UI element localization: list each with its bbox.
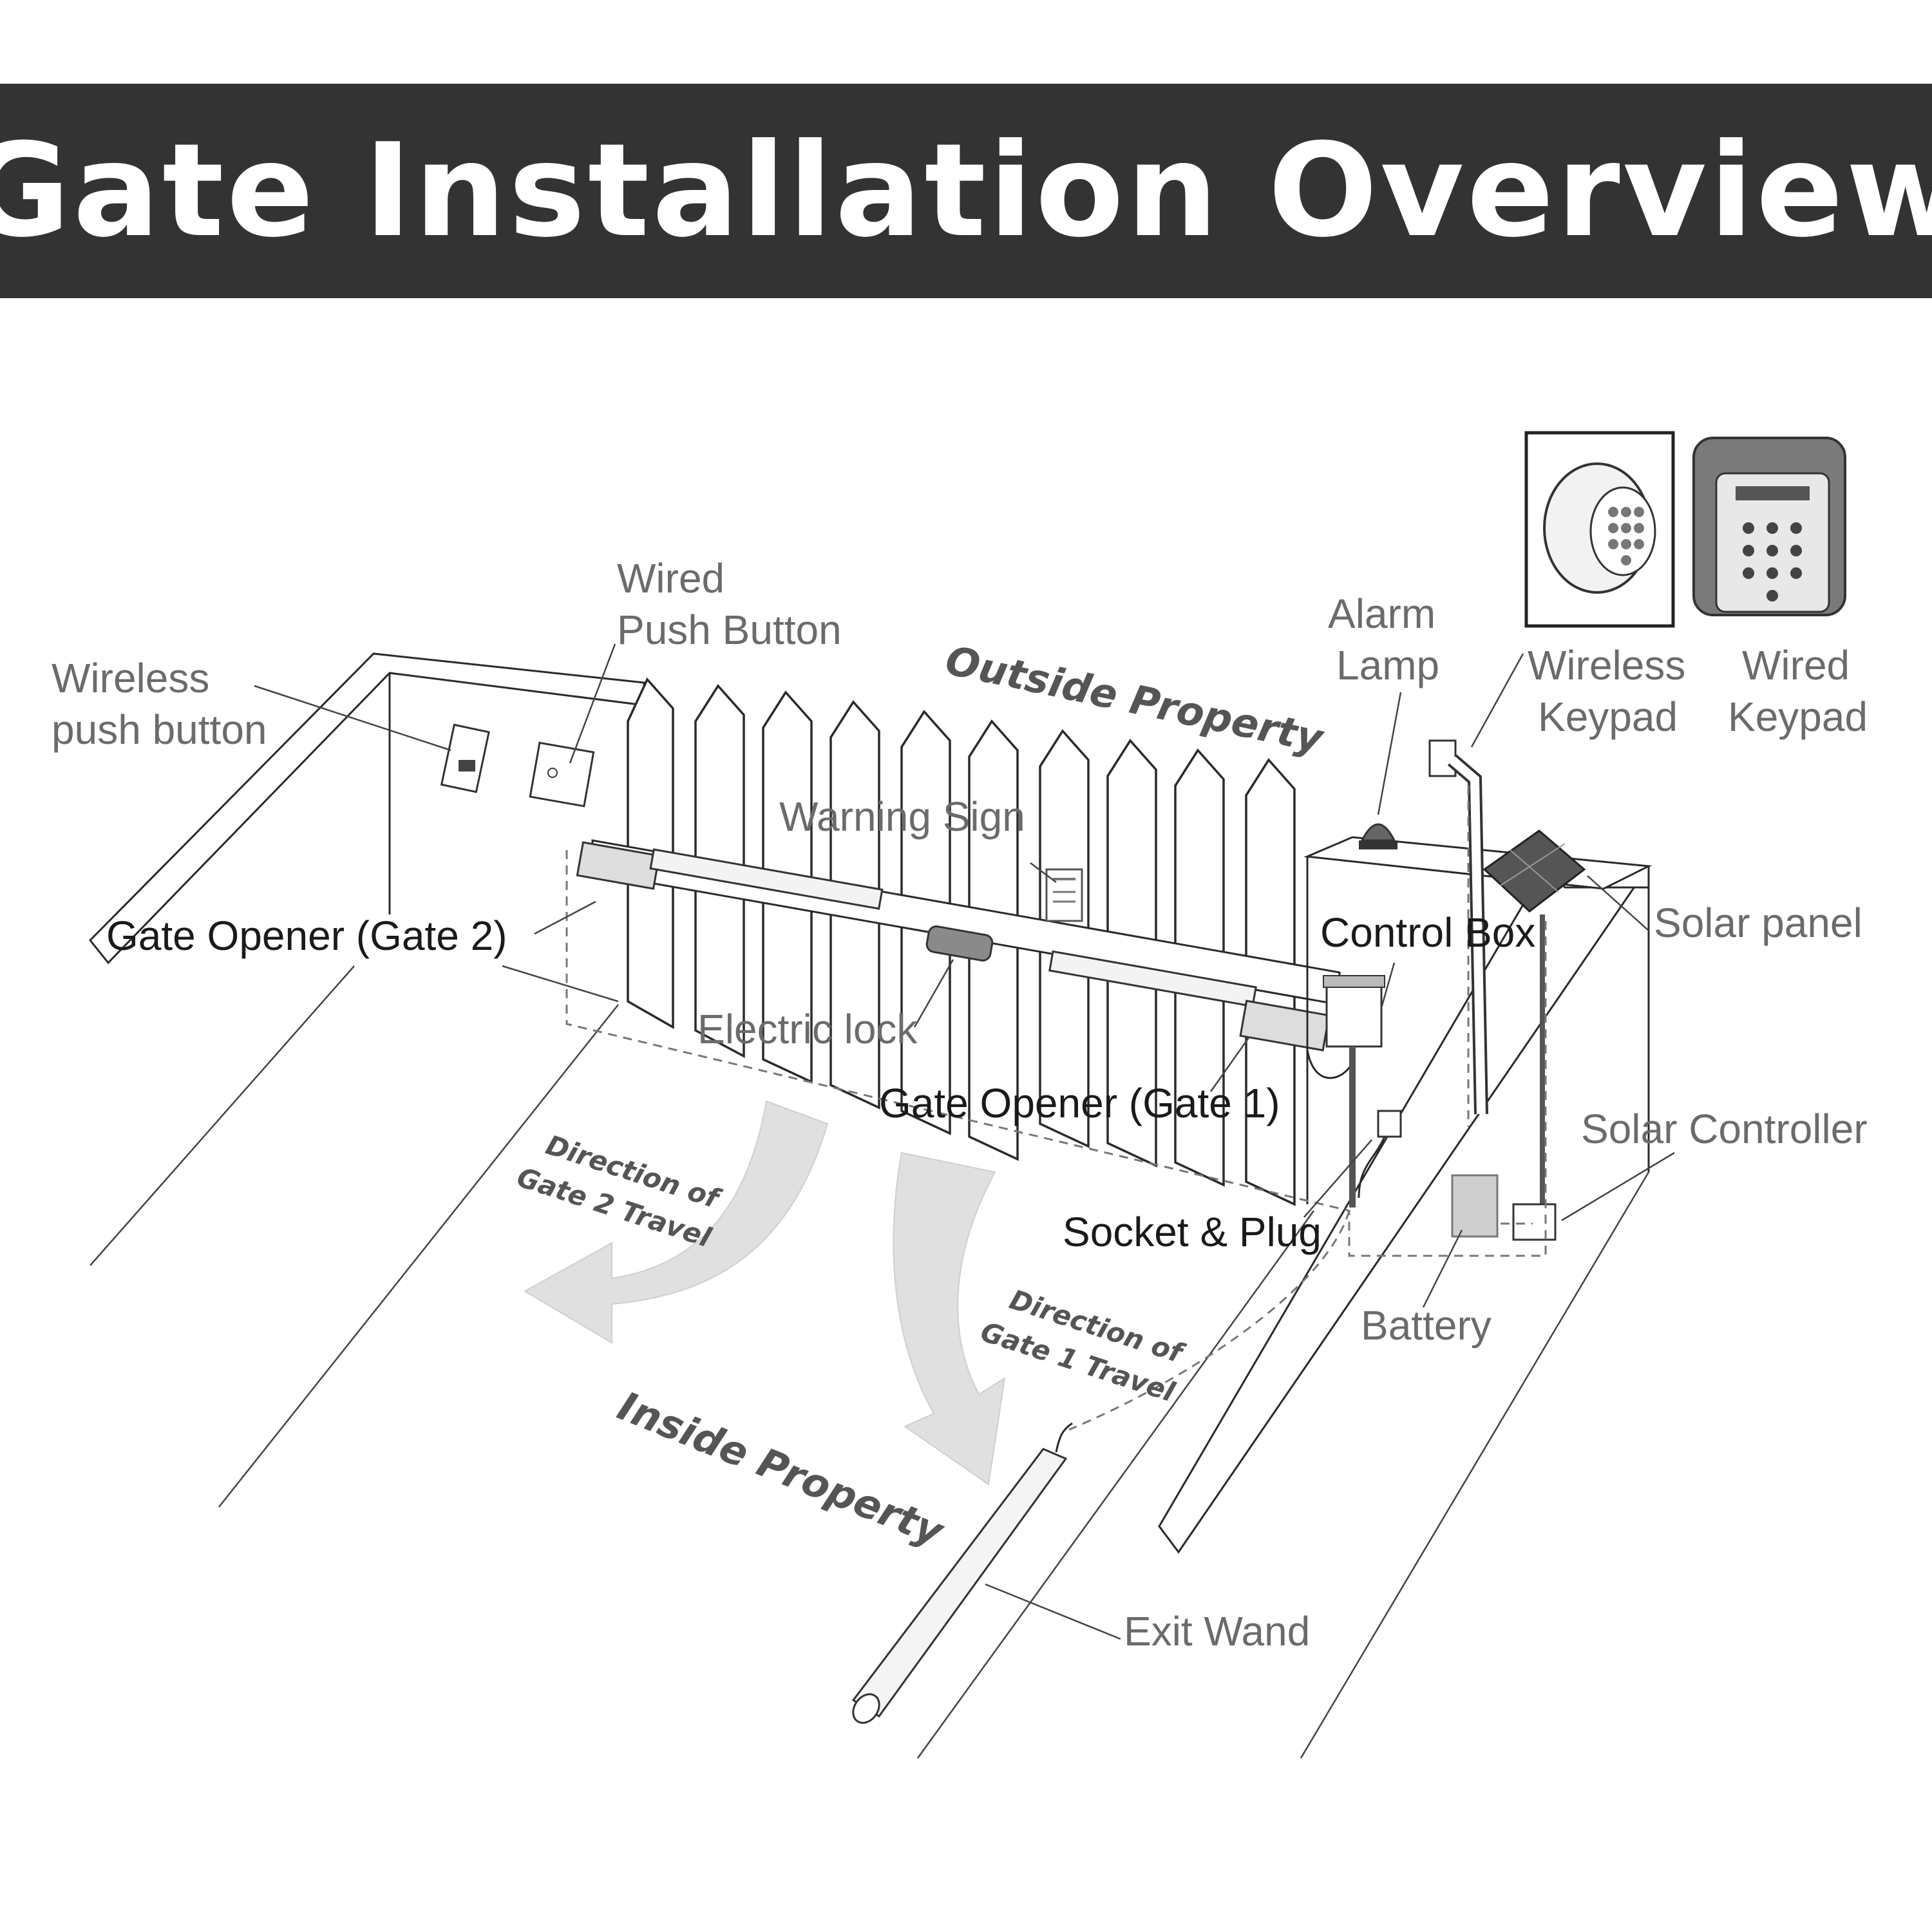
alarm-lamp-device [1359, 823, 1397, 849]
label-inside-property: Inside Property [611, 1382, 951, 1556]
label-control-box: Control Box [1320, 909, 1535, 956]
keypad-post [1428, 739, 1488, 1115]
label-solar-controller: Solar Controller [1581, 1106, 1868, 1152]
label-solar-panel: Solar panel [1654, 900, 1862, 946]
label-alarm-lamp-line2: Lamp [1336, 642, 1439, 688]
label-wireless-keypad-line1: Wireless [1528, 642, 1685, 688]
gate-1-direction-arrow [893, 1151, 1006, 1486]
warning-sign-device [1045, 868, 1083, 922]
label-wireless-keypad-line2: Keypad [1538, 694, 1678, 740]
gate-opener-2-actuator [576, 841, 884, 910]
label-alarm-lamp-line1: Alarm [1328, 591, 1435, 637]
label-gate-opener-2: Gate Opener (Gate 2) [106, 913, 507, 959]
label-gate-opener-1: Gate Opener (Gate 1) [879, 1080, 1280, 1126]
wired-keypad-image [1692, 437, 1846, 616]
page-title: Gate Installation Overview [0, 116, 1932, 266]
solar-controller-device [1512, 1203, 1557, 1241]
exit-wand-device [851, 1422, 1073, 1724]
leader-lines [254, 643, 1675, 1640]
label-wired-push-button-line2: Push Button [617, 607, 842, 653]
label-battery: Battery [1361, 1302, 1492, 1349]
label-electric-lock: Electric lock [697, 1006, 918, 1052]
label-warning-sign: Warning Sign [779, 793, 1025, 840]
title-banner: Gate Installation Overview [0, 84, 1932, 298]
label-wireless-push-button-line1: Wireless [52, 655, 209, 701]
gate-2-direction-arrow [523, 1100, 829, 1344]
wired-push-button-device [529, 741, 595, 808]
electric-lock-device [925, 925, 994, 961]
control-box-device [1323, 975, 1385, 1208]
label-exit-wand: Exit Wand [1124, 1608, 1310, 1654]
wireless-keypad-image [1524, 431, 1675, 628]
label-wired-keypad-line2: Keypad [1728, 694, 1868, 740]
wireless-push-button-device [440, 723, 490, 793]
solar-panel-device [1482, 829, 1586, 1204]
wiring-dashed [565, 786, 1547, 1431]
label-wired-push-button-line1: Wired [617, 555, 724, 601]
label-wired-keypad-line1: Wired [1742, 642, 1850, 688]
socket-plug-device [1358, 1110, 1402, 1198]
label-wireless-push-button-line2: push button [52, 706, 267, 753]
label-socket-plug: Socket & Plug [1063, 1209, 1321, 1255]
battery-device [1451, 1174, 1499, 1238]
